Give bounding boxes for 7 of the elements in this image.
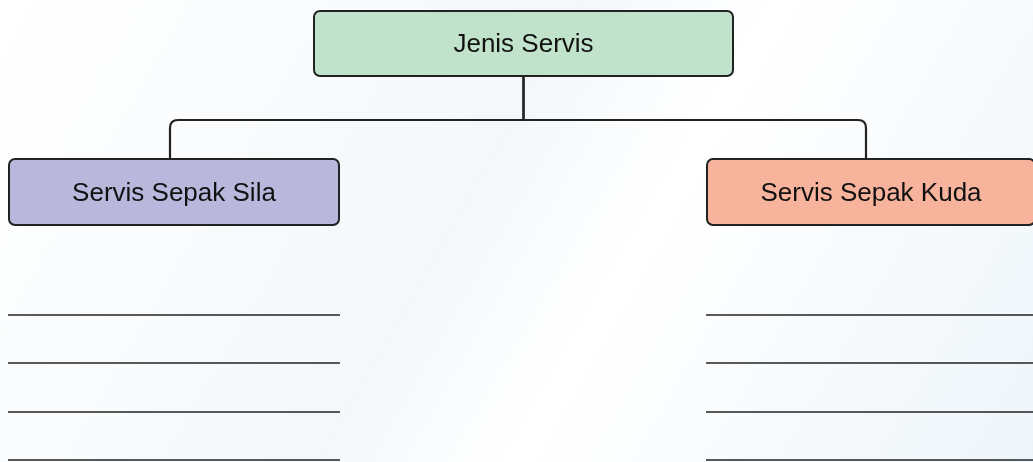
connector-line	[522, 77, 868, 158]
category-box	[706, 158, 1033, 226]
category-box	[313, 10, 734, 77]
category-label: Servis Sepak Kuda	[760, 176, 982, 208]
category-label: Jenis Servis	[453, 28, 594, 59]
category-label: Servis Sepak Sila	[72, 176, 276, 208]
category-box	[8, 158, 340, 226]
